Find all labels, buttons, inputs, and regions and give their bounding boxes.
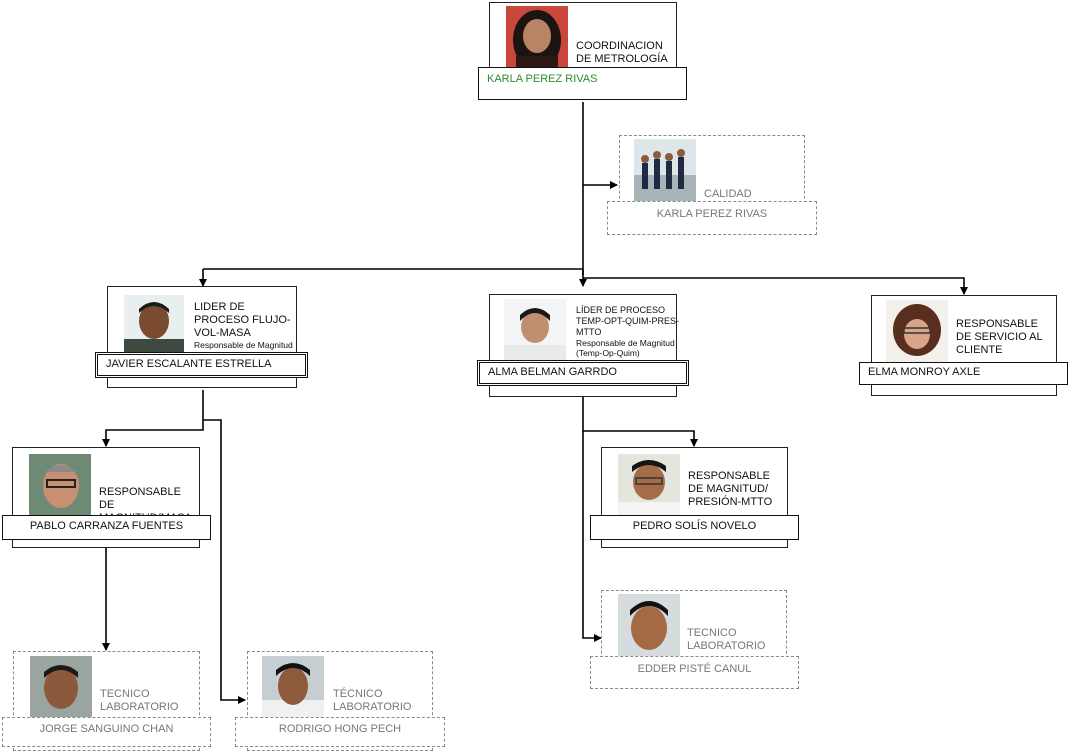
subtitle-lider-temp: Responsable de Magnitud (Temp-Op-Quim)	[576, 338, 675, 358]
name-tecnico-rodrigo: RODRIGO HONG PECH	[235, 717, 445, 747]
name-lider-temp: ALMA BELMAN GARRDO	[477, 360, 689, 386]
line-temp-down	[582, 397, 698, 447]
photo-elma-monroy	[886, 300, 948, 362]
line-flujo-down	[102, 390, 204, 447]
title-servicio: RESPONSABLE DE SERVICIO AL CLIENTE	[956, 318, 1043, 356]
name-tecnico-jorge: JORGE SANGUINO CHAN	[2, 717, 211, 747]
title-tecnico-rodrigo: TÉCNICO LABORATORIO	[333, 688, 412, 713]
name-masa: PABLO CARRANZA FUENTES	[2, 515, 211, 540]
name-calidad: KARLA PEREZ RIVAS	[607, 201, 817, 235]
line-to-rodrigo	[203, 419, 246, 704]
photo-javier-escalante	[124, 295, 184, 355]
name-lider-flujo: JAVIER ESCALANTE ESTRELLA	[95, 352, 308, 378]
title-lider-temp: LÍDER DE PROCESO TEMP-OPT-QUIM-PRES-MTTO…	[576, 305, 680, 358]
photo-pablo-carranza	[29, 454, 91, 516]
title-lider-flujo-main: LIDER DE PROCESO FLUJO-VOL-MASA	[194, 301, 291, 339]
photo-rodrigo-hong	[262, 656, 324, 718]
photo-edder-piste	[618, 594, 680, 656]
title-coordinacion: COORDINACION DE METROLOGÍA	[576, 40, 668, 65]
name-servicio: ELMA MONROY AXLE	[859, 362, 1068, 385]
title-presion: RESPONSABLE DE MAGNITUD/ PRESIÓN-MTTO	[688, 470, 773, 508]
photo-karla-perez	[506, 6, 568, 68]
title-tecnico-jorge: TECNICO LABORATORIO	[100, 688, 179, 713]
photo-jorge-sanguino	[30, 656, 92, 718]
name-tecnico-edder: EDDER PISTÉ CANUL	[590, 656, 799, 689]
title-lider-temp-main: LÍDER DE PROCESO TEMP-OPT-QUIM-PRES-MTTO	[576, 305, 679, 337]
title-tecnico-edder: TECNICO LABORATORIO	[687, 627, 766, 652]
line-to-edder	[582, 431, 602, 642]
photo-alma-belman	[504, 299, 566, 361]
photo-pedro-solis	[618, 454, 680, 516]
photo-calidad-group	[634, 139, 696, 201]
name-presion: PEDRO SOLÍS NOVELO	[590, 515, 799, 540]
title-calidad: CALIDAD	[704, 188, 752, 200]
line-to-servicio	[583, 277, 968, 295]
name-coordinacion: KARLA PEREZ RIVAS	[478, 67, 687, 100]
